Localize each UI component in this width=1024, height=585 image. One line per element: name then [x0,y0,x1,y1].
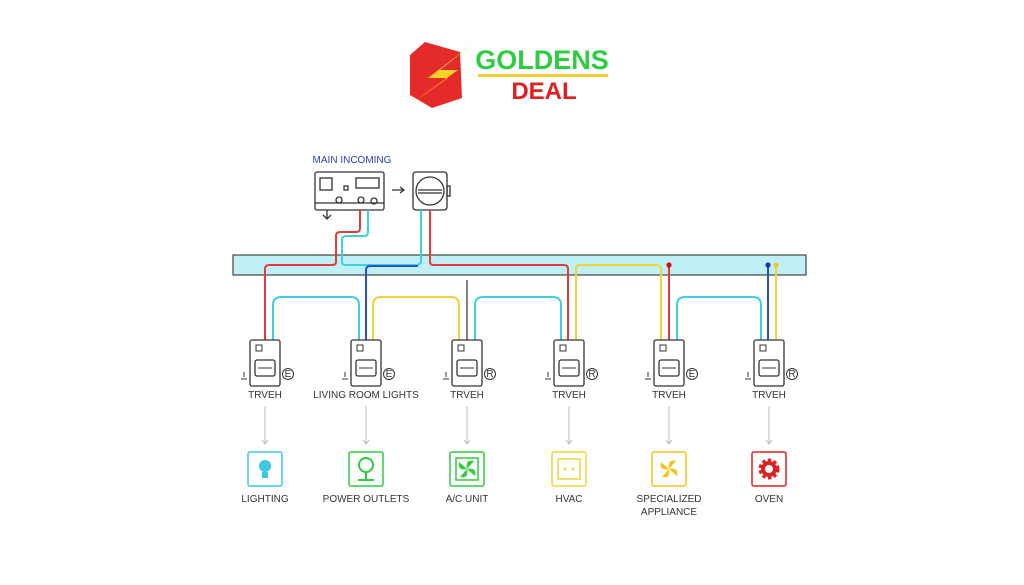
logo-line1: GOLDENS [475,45,609,75]
meter [412,171,451,211]
load-label: A/C UNIT [446,494,489,505]
fan-icon [651,451,687,487]
wires [264,210,777,340]
load-label-line1: SPECIALIZED [636,494,701,505]
load-label: HVAC [555,494,582,505]
load-label: OVEN [755,494,783,505]
load-label: LIGHTING [241,494,288,505]
breaker-mark: E [285,369,292,380]
load-item[interactable]: SPECIALIZED APPLIANCE [636,451,702,518]
load-item[interactable]: POWER OUTLETS [323,451,410,505]
logo: GOLDENS DEAL [405,42,609,108]
arrow-down-icon [665,406,673,445]
breaker-label: TRVEH [752,390,786,401]
arrow-down-icon [463,406,471,445]
breaker-label: TRVEH [652,390,686,401]
logo-line2: DEAL [511,78,576,105]
socket-icon [551,451,587,487]
main-incoming-panel [314,171,406,220]
main-incoming-label: MAIN INCOMING [313,155,392,166]
breaker-mark: R [486,369,493,380]
breaker-mark: E [689,369,696,380]
lightbulb-icon [247,451,283,487]
arrow-down-icon [261,406,269,445]
outlet-icon [348,451,384,487]
breaker-label: TRVEH [450,390,484,401]
arrow-down-icon [565,406,573,445]
breaker[interactable]: E LIVING ROOM LIGHTS [313,339,419,445]
load-label: POWER OUTLETS [323,494,410,505]
breaker-label: TRVEH [552,390,586,401]
load-item[interactable]: HVAC [551,451,587,505]
breaker-mark: R [588,369,595,380]
load-item[interactable]: OVEN [751,451,787,505]
arrow-down-icon [362,406,370,445]
gear-icon [751,451,787,487]
breaker-label: TRVEH [248,390,282,401]
load-item[interactable]: A/C UNIT [446,451,489,505]
fan-icon [449,451,485,487]
breaker-label: LIVING ROOM LIGHTS [313,390,419,401]
breaker-mark: E [386,369,393,380]
arrow-down-icon [765,406,773,445]
load-item[interactable]: LIGHTING [241,451,289,505]
breaker-mark: R [788,369,795,380]
load-label-line2: APPLIANCE [641,507,697,518]
